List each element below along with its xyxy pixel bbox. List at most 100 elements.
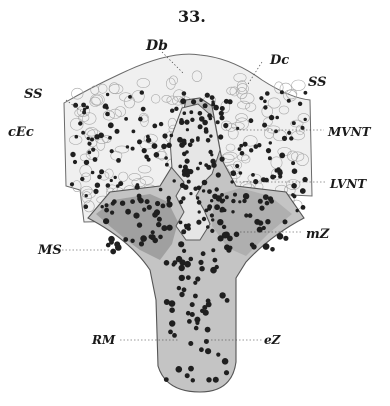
nucleus (259, 96, 263, 100)
nucleus (194, 326, 199, 331)
nucleus (296, 209, 299, 212)
label-ss-right: SS (308, 75, 327, 90)
nucleus (301, 205, 306, 210)
nucleus (87, 142, 91, 146)
nucleus (151, 230, 155, 234)
nucleus (123, 237, 128, 242)
nucleus (216, 195, 222, 201)
nucleus (207, 204, 212, 209)
nucleus (222, 232, 229, 239)
nucleus (269, 199, 274, 204)
nucleus (208, 150, 212, 154)
nucleus (142, 148, 147, 153)
nucleus (186, 275, 191, 280)
nucleus (292, 168, 298, 174)
nucleus (130, 199, 135, 204)
nucleus (161, 204, 166, 209)
nucleus (222, 358, 229, 365)
nucleus (205, 93, 210, 98)
nucleus (283, 236, 288, 241)
nucleus (199, 266, 204, 271)
nucleus (209, 134, 212, 137)
nucleus (189, 257, 194, 262)
nucleus (182, 287, 187, 292)
nucleus (161, 225, 167, 231)
nucleus (106, 183, 111, 188)
nucleus (149, 234, 154, 239)
nucleus (78, 121, 82, 125)
nucleus (203, 103, 208, 108)
nucleus (275, 116, 279, 120)
nucleus (178, 241, 184, 247)
nucleus (230, 180, 233, 183)
nucleus (81, 131, 85, 135)
nucleus (270, 247, 275, 252)
nucleus (301, 126, 305, 130)
nucleus (152, 124, 157, 129)
nucleus (195, 321, 199, 325)
nucleus (211, 102, 215, 106)
nucleus (226, 248, 231, 253)
nucleus (154, 209, 160, 215)
nucleus (259, 206, 264, 211)
nucleus (115, 129, 120, 134)
nucleus (185, 226, 189, 230)
nucleus (164, 299, 170, 305)
nucleus (146, 135, 150, 139)
nucleus (243, 142, 248, 147)
nucleus (137, 194, 142, 199)
nucleus (210, 95, 215, 100)
nucleus (147, 205, 152, 210)
nucleus (193, 294, 198, 299)
nucleus (138, 117, 143, 122)
nucleus (302, 177, 307, 182)
nucleus (304, 118, 307, 121)
nucleus (182, 168, 188, 174)
nucleus (291, 161, 295, 165)
nucleus (81, 103, 86, 108)
nucleus (265, 91, 270, 96)
nucleus (116, 158, 121, 163)
nucleus (105, 112, 110, 117)
nucleus (254, 144, 259, 149)
nucleus (216, 353, 220, 357)
nucleus (265, 219, 270, 224)
nucleus (214, 204, 220, 210)
nucleus (108, 122, 114, 128)
nucleus (110, 149, 114, 153)
nucleus (155, 201, 160, 206)
nucleus (202, 180, 208, 186)
nucleus (140, 235, 147, 242)
nucleus (263, 105, 267, 109)
nucleus (205, 327, 211, 333)
nucleus (106, 93, 109, 96)
nucleus (180, 183, 185, 188)
nucleus (167, 225, 173, 231)
nucleus (269, 141, 272, 144)
nucleus (87, 137, 90, 140)
nucleus (147, 158, 151, 162)
nucleus (70, 182, 74, 186)
nucleus (181, 196, 185, 200)
nucleus (185, 150, 189, 154)
nucleus (191, 378, 195, 382)
nucleus (108, 136, 112, 140)
nucleus (130, 239, 134, 243)
nucleus (249, 148, 253, 152)
nucleus (110, 179, 113, 182)
nucleus (110, 249, 116, 255)
nucleus (263, 194, 269, 200)
label-mz: mZ (306, 227, 330, 242)
nucleus (164, 260, 170, 266)
nucleus (231, 199, 235, 203)
nucleus (234, 232, 240, 238)
nucleus (70, 152, 75, 157)
nucleus (91, 171, 95, 175)
nucleus (300, 188, 306, 194)
nucleus (164, 377, 169, 382)
nucleus (190, 139, 195, 144)
nucleus (139, 241, 144, 246)
label-ss-left: SS (24, 87, 43, 102)
nucleus (158, 235, 163, 240)
nucleus (238, 200, 241, 203)
